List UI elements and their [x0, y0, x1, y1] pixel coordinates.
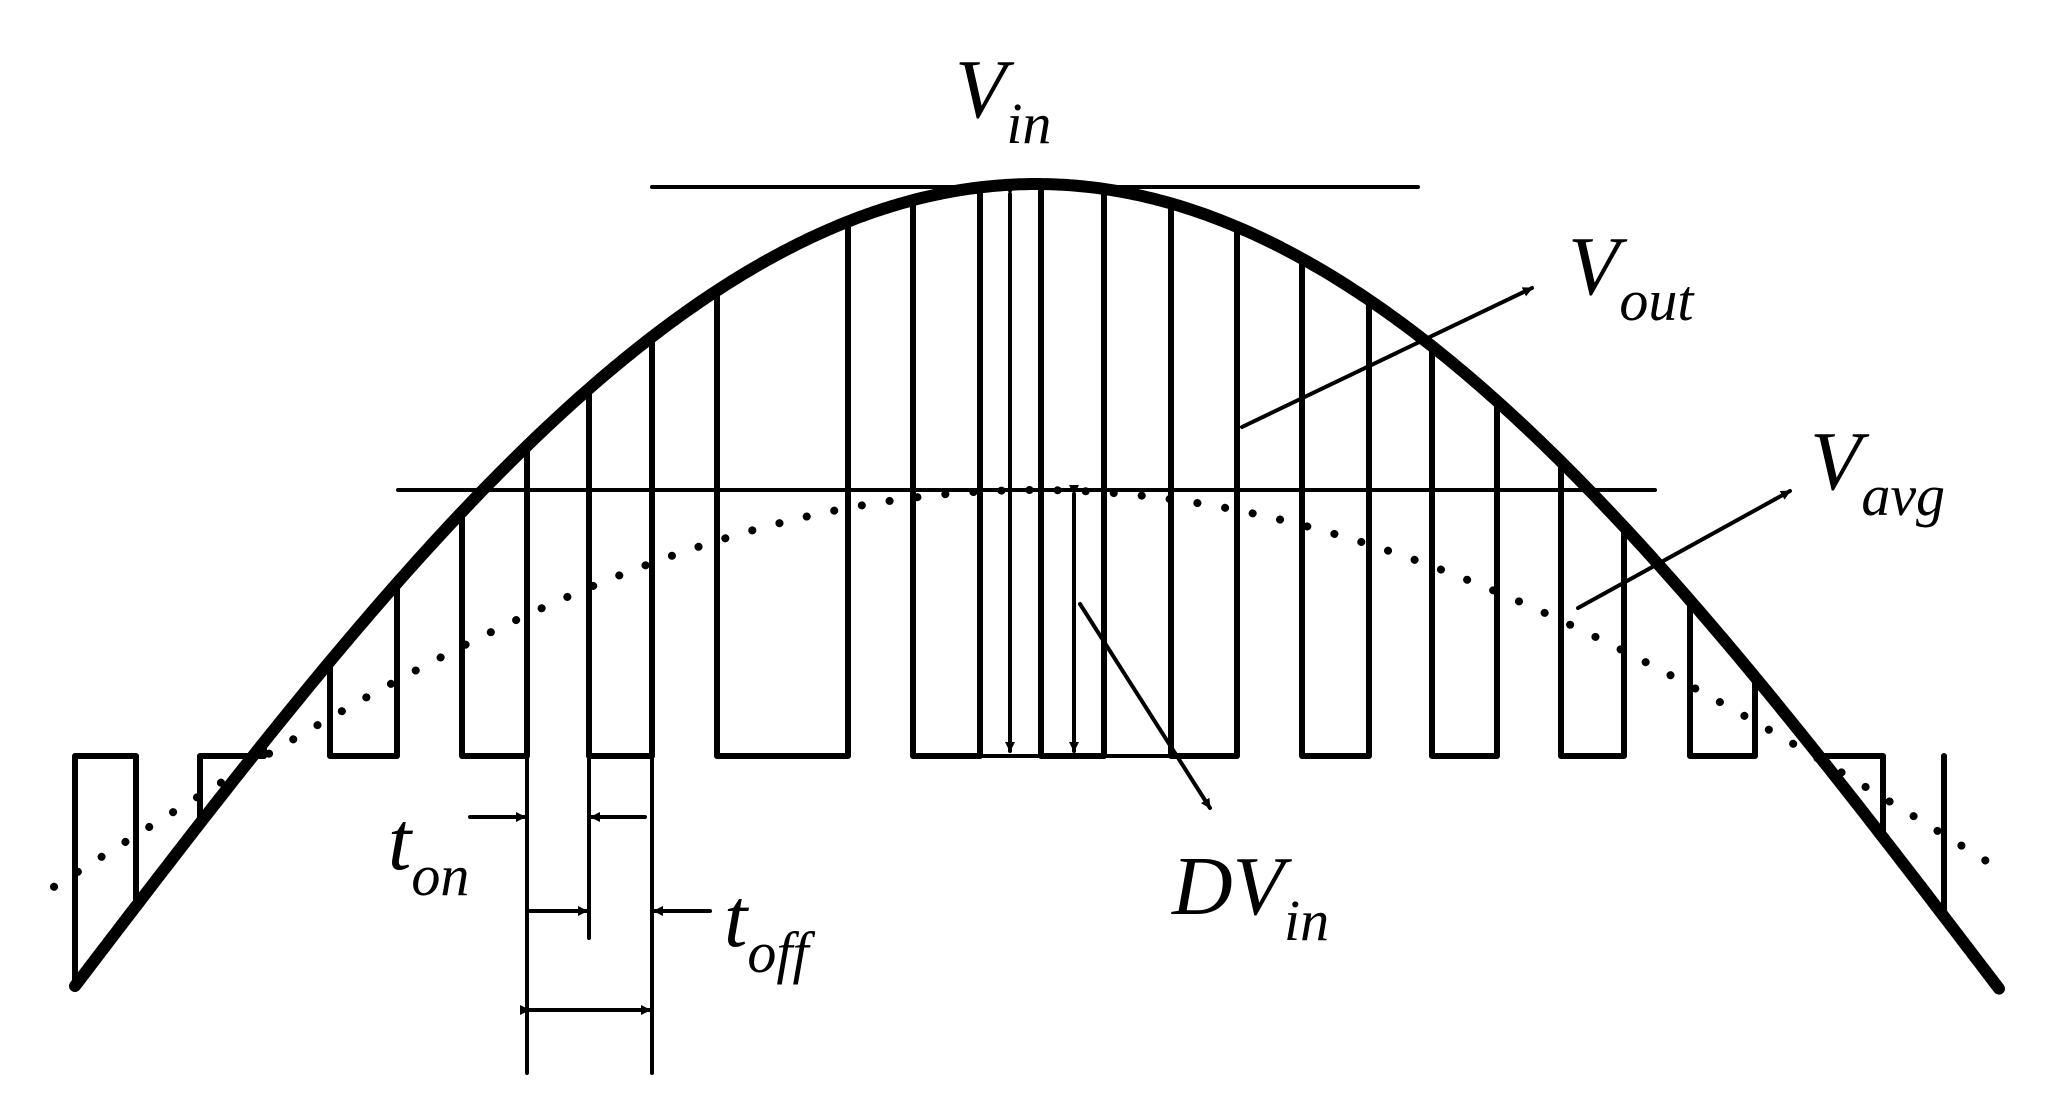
vout-label-sub: out — [1619, 268, 1694, 333]
vavg-label-sub: avg — [1861, 463, 1946, 528]
vavg-pointer-arrow — [1576, 489, 1792, 610]
vavg-dotted-curve — [50, 486, 2008, 891]
vin-sinusoid — [69, 178, 2005, 995]
vin-label-sub: in — [1006, 91, 1052, 156]
ton-label-sub: on — [411, 843, 470, 908]
vout-pointer-arrow — [1240, 286, 1534, 429]
vout-pulse-train — [72, 181, 1947, 989]
dvin-label-main: DV — [1172, 840, 1284, 933]
vout-label: Vout — [1568, 225, 1693, 330]
dvin-pointer-arrow — [1078, 602, 1212, 810]
vavg-label-main: V — [1810, 415, 1862, 508]
ton-label-main: t — [388, 795, 412, 888]
vin-label: Vin — [955, 48, 1051, 153]
toff-label-main: t — [724, 872, 748, 965]
ton-label: ton — [388, 800, 469, 905]
dvin-label: DVin — [1172, 845, 1329, 950]
vout-pulse-outline — [72, 181, 1947, 989]
vavg-label: Vavg — [1810, 420, 1945, 525]
dvin-label-sub: in — [1283, 888, 1330, 953]
toff-label-sub: off — [747, 920, 809, 985]
vout-label-main: V — [1568, 220, 1620, 313]
toff-label: toff — [724, 877, 809, 982]
vin-label-main: V — [955, 43, 1007, 136]
